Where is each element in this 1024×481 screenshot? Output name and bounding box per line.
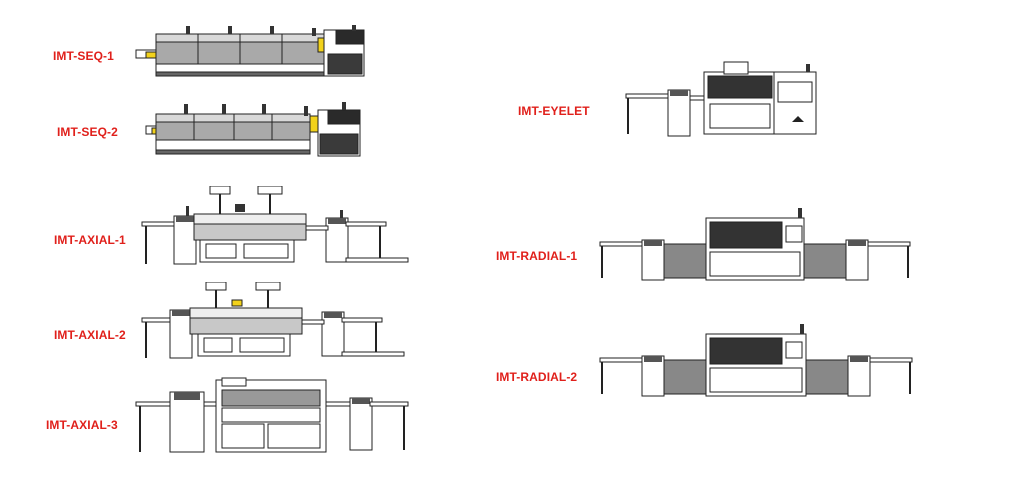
label-imt-eyelet: IMT-EYELET xyxy=(518,104,590,118)
label-imt-seq-1: IMT-SEQ-1 xyxy=(53,49,114,63)
machine-imt-axial-3 xyxy=(132,376,414,456)
label-imt-axial-2: IMT-AXIAL-2 xyxy=(54,328,126,342)
machine-imt-seq-1 xyxy=(132,24,368,82)
machine-imt-axial-1 xyxy=(140,186,410,268)
label-imt-radial-2: IMT-RADIAL-2 xyxy=(496,370,578,384)
label-imt-seq-2: IMT-SEQ-2 xyxy=(57,125,118,139)
machine-imt-seq-2 xyxy=(142,100,364,162)
machine-imt-axial-2 xyxy=(140,282,410,362)
label-imt-radial-1: IMT-RADIAL-1 xyxy=(496,249,578,263)
machine-imt-radial-1 xyxy=(598,206,918,284)
label-imt-axial-1: IMT-AXIAL-1 xyxy=(54,233,126,247)
label-imt-axial-3: IMT-AXIAL-3 xyxy=(46,418,118,432)
machine-imt-eyelet xyxy=(624,58,824,142)
machine-imt-radial-2 xyxy=(598,322,918,400)
